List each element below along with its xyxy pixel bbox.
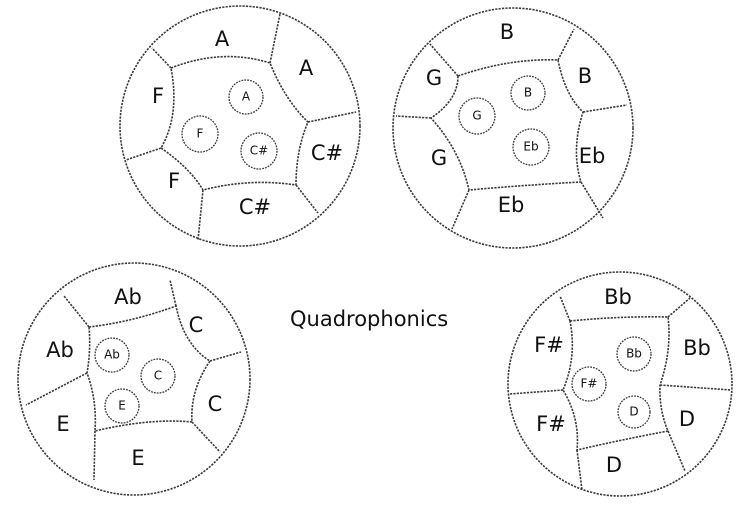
drum-2-divider [580, 181, 604, 219]
diagram-title: Quadrophonics [290, 307, 448, 331]
drum-4-inner-note: F# [581, 377, 598, 391]
drum-1-note: A [299, 56, 314, 80]
drum-3-note: C [208, 392, 223, 416]
drum-3-note: C [189, 313, 204, 337]
drum-1-inner-field [228, 79, 264, 115]
drum-2-divider [557, 28, 575, 61]
drum-1-divider [151, 47, 172, 69]
drum-2-inner-note: B [524, 86, 532, 100]
drum-4-note: F# [534, 333, 564, 357]
drum-1-divider [295, 184, 319, 214]
drum-2-note: Eb [498, 193, 525, 217]
drum-2-divider [429, 43, 459, 77]
drum-1-divider [307, 111, 357, 123]
drum-4-note: D [679, 407, 695, 431]
drum-4-inner-note: Bb [626, 347, 642, 361]
drum-1-note: C# [311, 141, 343, 165]
drum-4-divider [659, 384, 732, 391]
drum-1-divider [197, 189, 204, 241]
drum-3-outline [17, 262, 251, 496]
drum-4-divider [667, 430, 686, 472]
drum-4-note: Bb [683, 336, 711, 360]
drum-3-note: Ab [114, 285, 142, 309]
drum-3-inner-field [94, 337, 130, 373]
drum-3: Ab C C E E Ab Ab C E [17, 262, 251, 496]
drum-2-note: G [426, 66, 442, 90]
drum-2-inner-field [512, 128, 550, 166]
drum-2-center-boundary [429, 59, 584, 191]
drum-2-divider [582, 104, 628, 113]
drum-1-divider [125, 147, 162, 161]
drum-1-inner-field [181, 115, 219, 153]
drum-3-inner-note: C [154, 369, 162, 383]
drum-3-inner-note: Ab [104, 348, 120, 362]
drum-3-divider [63, 295, 90, 328]
drum-4-inner-note: D [629, 405, 638, 419]
drum-3-divider [169, 279, 177, 307]
drum-4-inner-field [571, 366, 607, 402]
drum-2-divider [395, 115, 432, 119]
drum-3-divider [25, 372, 88, 406]
drum-2-inner-field [510, 75, 546, 111]
drum-2-note: B [500, 20, 514, 44]
drum-1-center-boundary [159, 55, 309, 191]
drum-1-divider [269, 13, 281, 64]
drum-4-divider [559, 295, 571, 322]
drum-3-divider [191, 421, 221, 453]
drum-4-outline [507, 271, 733, 497]
drum-1-inner-note: F [197, 127, 204, 141]
drum-2: B B Eb Eb G G B G Eb [392, 7, 634, 249]
drum-1-outline [119, 5, 361, 247]
drum-3-divider [93, 430, 96, 481]
drum-4: Bb Bb D D F# F# Bb F# D [507, 271, 733, 497]
drum-2-inner-note: G [472, 109, 481, 123]
drum-2-note: G [431, 146, 447, 170]
drum-4-divider [576, 449, 583, 491]
drum-2-note: Eb [579, 144, 606, 168]
drum-2-outline [392, 7, 634, 249]
drum-1-note: A [215, 27, 230, 51]
drum-1-note: F [152, 84, 164, 108]
drum-1-note: C# [239, 195, 271, 219]
drum-4-divider [667, 297, 691, 318]
drum-1-inner-field [240, 132, 278, 170]
drum-1: A A C# C# F F A F C# [119, 5, 361, 247]
drum-3-divider [209, 351, 242, 362]
drum-3-note: E [56, 412, 69, 436]
drum-2-note: B [578, 64, 592, 88]
drum-4-note: D [606, 453, 622, 477]
drum-3-inner-field [140, 358, 176, 394]
drum-3-inner-note: E [118, 399, 126, 413]
drum-4-inner-field [616, 336, 652, 372]
drum-1-inner-note: C# [250, 144, 268, 158]
drum-4-inner-field [617, 395, 651, 429]
drum-4-note: Bb [604, 285, 632, 309]
drum-1-note: F [168, 169, 180, 193]
drum-3-inner-field [104, 388, 140, 424]
drum-3-note: Ab [46, 338, 74, 362]
drum-1-inner-note: A [242, 90, 251, 104]
drum-4-divider [509, 389, 564, 395]
drum-4-note: F# [536, 412, 566, 436]
drum-2-inner-note: Eb [523, 140, 538, 154]
drum-3-note: E [131, 446, 144, 470]
drum-2-divider [451, 189, 470, 230]
drum-2-inner-field [458, 97, 496, 135]
